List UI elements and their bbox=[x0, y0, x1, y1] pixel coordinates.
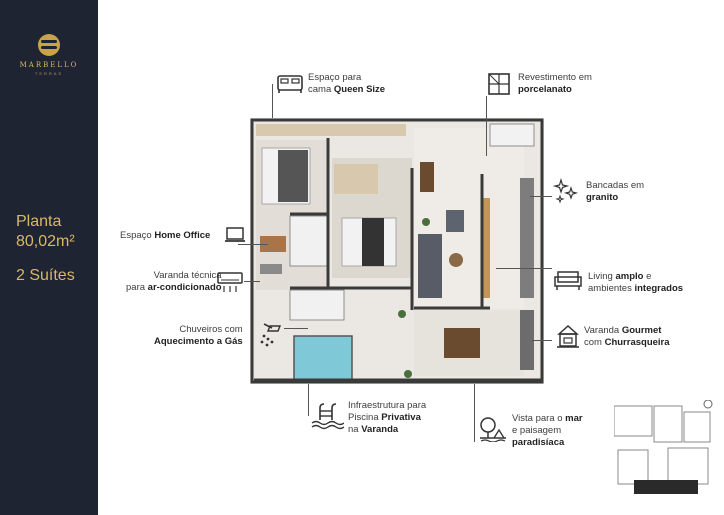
living-line2: ambientes integrados bbox=[588, 283, 684, 294]
sidebar: MARBELLO TERRAS Planta 80,02m² 2 Suítes bbox=[0, 0, 98, 515]
living-line1: Living amplo e bbox=[588, 271, 652, 282]
porcelain-line1: Revestimento em bbox=[518, 72, 592, 83]
pool-line2: Piscina Privativa bbox=[348, 412, 421, 423]
shower-line1: Chuveiros com bbox=[179, 324, 243, 335]
porcelain-line2: porcelanato bbox=[518, 84, 572, 95]
view-label: Vista para o mar e paisagem paradisíaca bbox=[512, 413, 583, 449]
plan-title-line1: Planta bbox=[16, 213, 62, 230]
bed-icon bbox=[277, 75, 303, 93]
queen-size-line1: Espaço para bbox=[308, 72, 362, 83]
shower-icon bbox=[260, 323, 282, 347]
gourmet-line1: Varanda Gourmet bbox=[584, 325, 662, 336]
home-office-label: Espaço Home Office bbox=[120, 230, 211, 241]
pool-line1: Infraestrutura para bbox=[348, 400, 427, 411]
grill-icon bbox=[557, 324, 579, 348]
shower-label: Chuveiros com Aquecimento a Gás bbox=[154, 324, 243, 348]
granite-line1: Bancadas em bbox=[586, 180, 645, 191]
ac-label: Varanda técnica para ar-condicionado bbox=[126, 270, 222, 294]
sparkle-icon bbox=[553, 178, 579, 204]
floor-plan bbox=[250, 118, 544, 384]
brand-name: MARBELLO bbox=[19, 61, 79, 69]
view-line3: paradisíaca bbox=[512, 437, 565, 448]
air-conditioner-icon bbox=[217, 272, 243, 292]
brand-subtitle: TERRAS bbox=[34, 71, 64, 76]
logo-icon bbox=[38, 34, 60, 56]
view-line2: e paisagem bbox=[512, 425, 562, 436]
shower-line2: Aquecimento a Gás bbox=[154, 336, 243, 347]
living-label: Living amplo e ambientes integrados bbox=[588, 271, 683, 295]
pool-label: Infraestrutura para Piscina Privativa na… bbox=[348, 400, 426, 436]
pool-line3: na Varanda bbox=[348, 424, 399, 435]
tile-icon bbox=[488, 73, 510, 95]
plan-title: Planta 80,02m² bbox=[16, 212, 75, 252]
granite-label: Bancadas em granito bbox=[586, 180, 644, 204]
plan-suites: 2 Suítes bbox=[16, 267, 75, 284]
pool-icon bbox=[311, 403, 344, 430]
view-line1: Vista para o mar bbox=[512, 413, 583, 424]
ac-line1: Varanda técnica bbox=[153, 270, 222, 281]
landscape-icon bbox=[480, 417, 506, 442]
brand-logo: MARBELLO TERRAS bbox=[0, 34, 98, 76]
plan-area: 80,02m² bbox=[16, 233, 75, 250]
laptop-icon bbox=[225, 227, 245, 242]
gourmet-line2: com Churrasqueira bbox=[584, 337, 670, 348]
sofa-icon bbox=[554, 271, 582, 290]
gourmet-label: Varanda Gourmet com Churrasqueira bbox=[584, 325, 670, 349]
queen-size-line2: cama Queen Size bbox=[308, 84, 386, 95]
location-map bbox=[614, 400, 713, 494]
queen-size-label: Espaço para cama Queen Size bbox=[308, 72, 385, 96]
ac-line2: para ar-condicionado bbox=[126, 282, 222, 293]
porcelain-label: Revestimento em porcelanato bbox=[518, 72, 592, 96]
granite-line2: granito bbox=[586, 192, 619, 203]
